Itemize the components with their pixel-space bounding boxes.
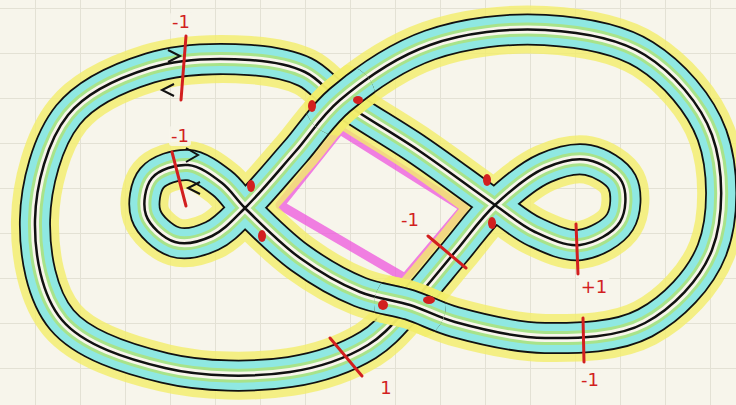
cyan-band (144, 30, 721, 339)
crossing-dot (378, 300, 388, 310)
crossing-dot (483, 174, 491, 186)
framing-tick (181, 36, 186, 100)
strand-core (144, 30, 721, 339)
strand-edge (144, 30, 721, 339)
yellow-band (144, 30, 721, 339)
spacer (158, 86, 170, 98)
crossing-dot (488, 217, 496, 229)
orientation-arrow (168, 50, 180, 62)
annotation-marks (158, 36, 584, 376)
band-gap (144, 30, 721, 339)
framing-number: 1 (378, 378, 393, 398)
framing-tick (172, 152, 186, 206)
framing-number: -1 (579, 370, 601, 390)
framing-tick (576, 224, 578, 274)
framing-number: -1 (169, 126, 191, 146)
strand-edge (144, 30, 721, 339)
framing-number: +1 (579, 277, 610, 297)
green-band (144, 30, 721, 339)
framing-tick (428, 236, 466, 268)
cyan-band (144, 30, 721, 339)
crossing-dot (308, 100, 316, 112)
crossing-dot (258, 230, 266, 242)
framing-ticks (172, 36, 584, 376)
crossing-dot (423, 296, 435, 304)
over-crossing (144, 30, 721, 339)
green-band (144, 30, 721, 339)
crossing-dot (353, 96, 363, 104)
crossing-dot (247, 180, 255, 192)
framing-number: -1 (170, 12, 192, 32)
orientation-arrow (188, 182, 200, 194)
framing-tick (583, 318, 584, 362)
orientation-arrow (162, 84, 174, 96)
framing-tick (330, 338, 362, 376)
band-gap (144, 30, 721, 339)
yellow-band (144, 30, 721, 339)
framing-number: -1 (399, 210, 421, 230)
orientation-arrow (186, 148, 198, 162)
crossing-dots (247, 96, 496, 310)
knot-component (144, 30, 721, 339)
strand-core (144, 30, 721, 339)
